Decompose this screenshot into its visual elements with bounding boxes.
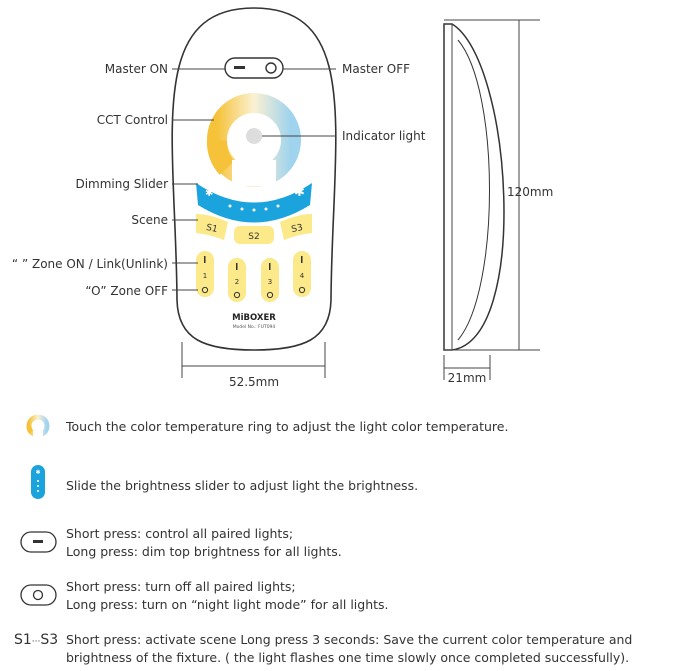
callout-indicator-light: Indicator light <box>342 129 426 143</box>
zone-number-2: 2 <box>235 278 239 286</box>
depth-label: 21mm <box>448 371 487 385</box>
left-callouts: Master ON CCT Control Dimming Slider Sce… <box>12 62 226 298</box>
cct-ring[interactable] <box>206 93 301 187</box>
height-label: 120mm <box>507 185 553 199</box>
legend-master-off-line2: Long press: turn on “night light mode” f… <box>66 597 389 612</box>
master-on-dash-icon <box>234 66 245 69</box>
master-off-button-icon <box>20 584 57 606</box>
model-number: Model No.: FUT094 <box>233 324 276 330</box>
width-label: 52.5mm <box>229 375 279 389</box>
zone-button-4[interactable]: 4 <box>293 251 311 297</box>
zone-number-1: 1 <box>203 272 207 280</box>
remote-side-view: 120mm 21mm <box>443 19 553 385</box>
svg-text:✱: ✱ <box>35 469 40 476</box>
right-callouts: Master OFF Indicator light <box>262 62 426 143</box>
legend-scene-label: S1···S3 <box>14 632 58 648</box>
legend-cct-text: Touch the color temperature ring to adju… <box>66 419 509 434</box>
dim-low-icon: ✱ <box>205 188 213 199</box>
scene-button-s3[interactable]: S3 <box>280 214 312 240</box>
color-temperature-ring-icon <box>26 414 50 438</box>
callout-zone-off: “O” Zone OFF <box>85 284 168 298</box>
slider-dots <box>228 204 280 212</box>
indicator-light <box>246 128 262 144</box>
scene-button-s2[interactable]: S2 <box>234 226 274 244</box>
remote-front-view: ✱ ✱ S1 S2 S3 <box>171 7 337 351</box>
callout-dimming-slider: Dimming Slider <box>75 177 168 191</box>
scene-label-s3-text: S3 <box>40 632 59 648</box>
zone-button-1[interactable]: 1 <box>196 251 214 297</box>
zone-buttons: 1 2 3 4 <box>196 251 311 302</box>
zone-button-2[interactable]: 2 <box>228 258 246 302</box>
scene-label-sep: ··· <box>31 637 41 647</box>
callout-zone-on: “ ” Zone ON / Link(Unlink) <box>12 257 168 271</box>
width-dimension: 52.5mm <box>181 342 326 389</box>
callout-master-on: Master ON <box>105 62 168 76</box>
master-off-circle-icon <box>265 62 277 74</box>
brightness-slider-icon: ✱ <box>31 465 45 499</box>
callout-cct-control: CCT Control <box>97 113 168 127</box>
master-on-off-button[interactable] <box>224 57 284 79</box>
scene-label-s2: S2 <box>248 232 259 242</box>
legend-scene-line1: Short press: activate scene Long press 3… <box>66 632 633 647</box>
zone-number-3: 3 <box>268 278 272 286</box>
legend-master-on-line2: Long press: dim top brightness for all l… <box>66 544 342 559</box>
dim-high-icon: ✱ <box>294 185 305 200</box>
scene-buttons: S1 S2 S3 <box>196 214 312 244</box>
zone-button-3[interactable]: 3 <box>261 258 279 302</box>
legend-master-on-line1: Short press: control all paired lights; <box>66 526 294 541</box>
scene-label-s1-text: S1 <box>14 632 32 648</box>
scene-button-s1[interactable]: S1 <box>196 214 228 240</box>
dimming-slider[interactable]: ✱ ✱ <box>196 183 312 223</box>
callout-scene: Scene <box>131 213 168 227</box>
brand-logo: MiBOXER <box>232 313 276 323</box>
legend-master-off-line1: Short press: turn off all paired lights; <box>66 579 296 594</box>
legend-slider-text: Slide the brightness slider to adjust li… <box>66 478 419 493</box>
scene-label-s3: S3 <box>291 223 304 235</box>
legend-scene-line2: brightness of the fixture. ( the light f… <box>66 650 630 665</box>
scene-label-s1: S1 <box>205 223 218 235</box>
zone-number-4: 4 <box>300 272 305 280</box>
callout-master-off: Master OFF <box>342 62 410 76</box>
master-on-button-icon <box>20 531 57 553</box>
